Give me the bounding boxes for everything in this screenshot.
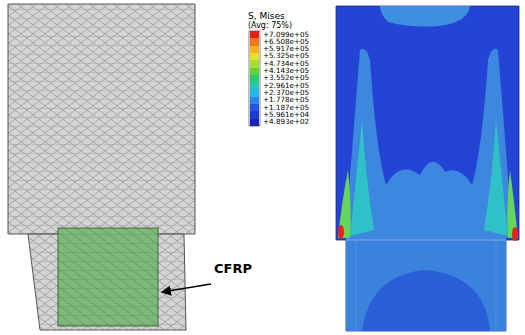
legend-value: +6.508e+05 — [263, 38, 309, 45]
legend-value: +1.778e+05 — [263, 96, 309, 103]
part-label: CFRP — [214, 262, 252, 275]
legend-value: +4.143e+05 — [263, 67, 309, 74]
legend-value: +5.917e+05 — [263, 45, 309, 52]
legend-title: S, Mises — [248, 12, 285, 21]
legend-value: +4.734e+05 — [263, 60, 309, 67]
legend-value: +3.552e+05 — [263, 74, 309, 81]
legend-value: +4.893e+02 — [263, 118, 309, 125]
legend-value: +5.961e+04 — [263, 111, 309, 118]
colorbar-frame — [249, 31, 260, 126]
legend-subtitle: (Avg: 75%) — [248, 22, 292, 30]
legend-swatch — [250, 119, 259, 127]
legend-value: +7.099e+05 — [263, 31, 309, 38]
legend-value: +5.325e+05 — [263, 52, 309, 59]
mesh-model — [8, 4, 211, 330]
legend-value: +2.961e+05 — [263, 82, 309, 89]
contour-plot — [336, 6, 519, 331]
legend-value: +2.370e+05 — [263, 89, 309, 96]
legend-value: +1.187e+05 — [263, 104, 309, 111]
